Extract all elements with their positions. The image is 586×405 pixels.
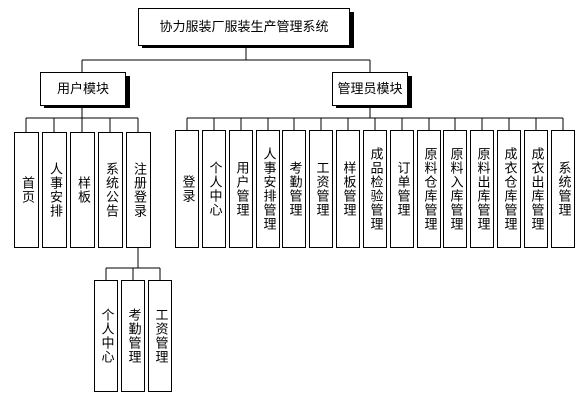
admin-child-material-warehouse: 原料仓库管理: [417, 130, 441, 248]
admin-child-order-management: 订单管理: [390, 130, 414, 248]
admin-child-sample-management: 样板管理: [336, 130, 360, 248]
admin-module-node: 管理员模块: [332, 72, 408, 106]
user-module-node: 用户模块: [40, 72, 126, 106]
root-node: 协力服装厂服装生产管理系统: [138, 8, 350, 46]
admin-child-login: 登录: [175, 130, 199, 248]
admin-child-material-outbound: 原料出库管理: [470, 130, 494, 248]
admin-child-inspection-management: 成品检验管理: [363, 130, 387, 248]
user-child-register-login: 注册登录: [126, 132, 151, 248]
register-child-attendance: 考勤管理: [121, 280, 145, 392]
admin-child-personal-center: 个人中心: [202, 130, 226, 248]
admin-child-user-management: 用户管理: [229, 130, 253, 248]
admin-child-salary-management: 工资管理: [309, 130, 333, 248]
user-child-sample: 样板: [70, 132, 95, 248]
user-child-personnel: 人事安排: [42, 132, 67, 248]
admin-child-attendance-management: 考勤管理: [282, 130, 306, 248]
admin-child-system-management: 系统管理: [551, 130, 575, 248]
register-child-salary: 工资管理: [148, 280, 172, 392]
user-child-announcement: 系统公告: [98, 132, 123, 248]
admin-child-personnel-management: 人事安排管理: [256, 130, 280, 248]
admin-child-material-inbound: 原料入库管理: [443, 130, 467, 248]
register-child-personal-center: 个人中心: [94, 280, 118, 392]
admin-child-garment-warehouse: 成衣仓库管理: [497, 130, 521, 248]
admin-child-garment-outbound: 成衣出库管理: [524, 130, 548, 248]
user-child-home: 首页: [14, 132, 39, 248]
